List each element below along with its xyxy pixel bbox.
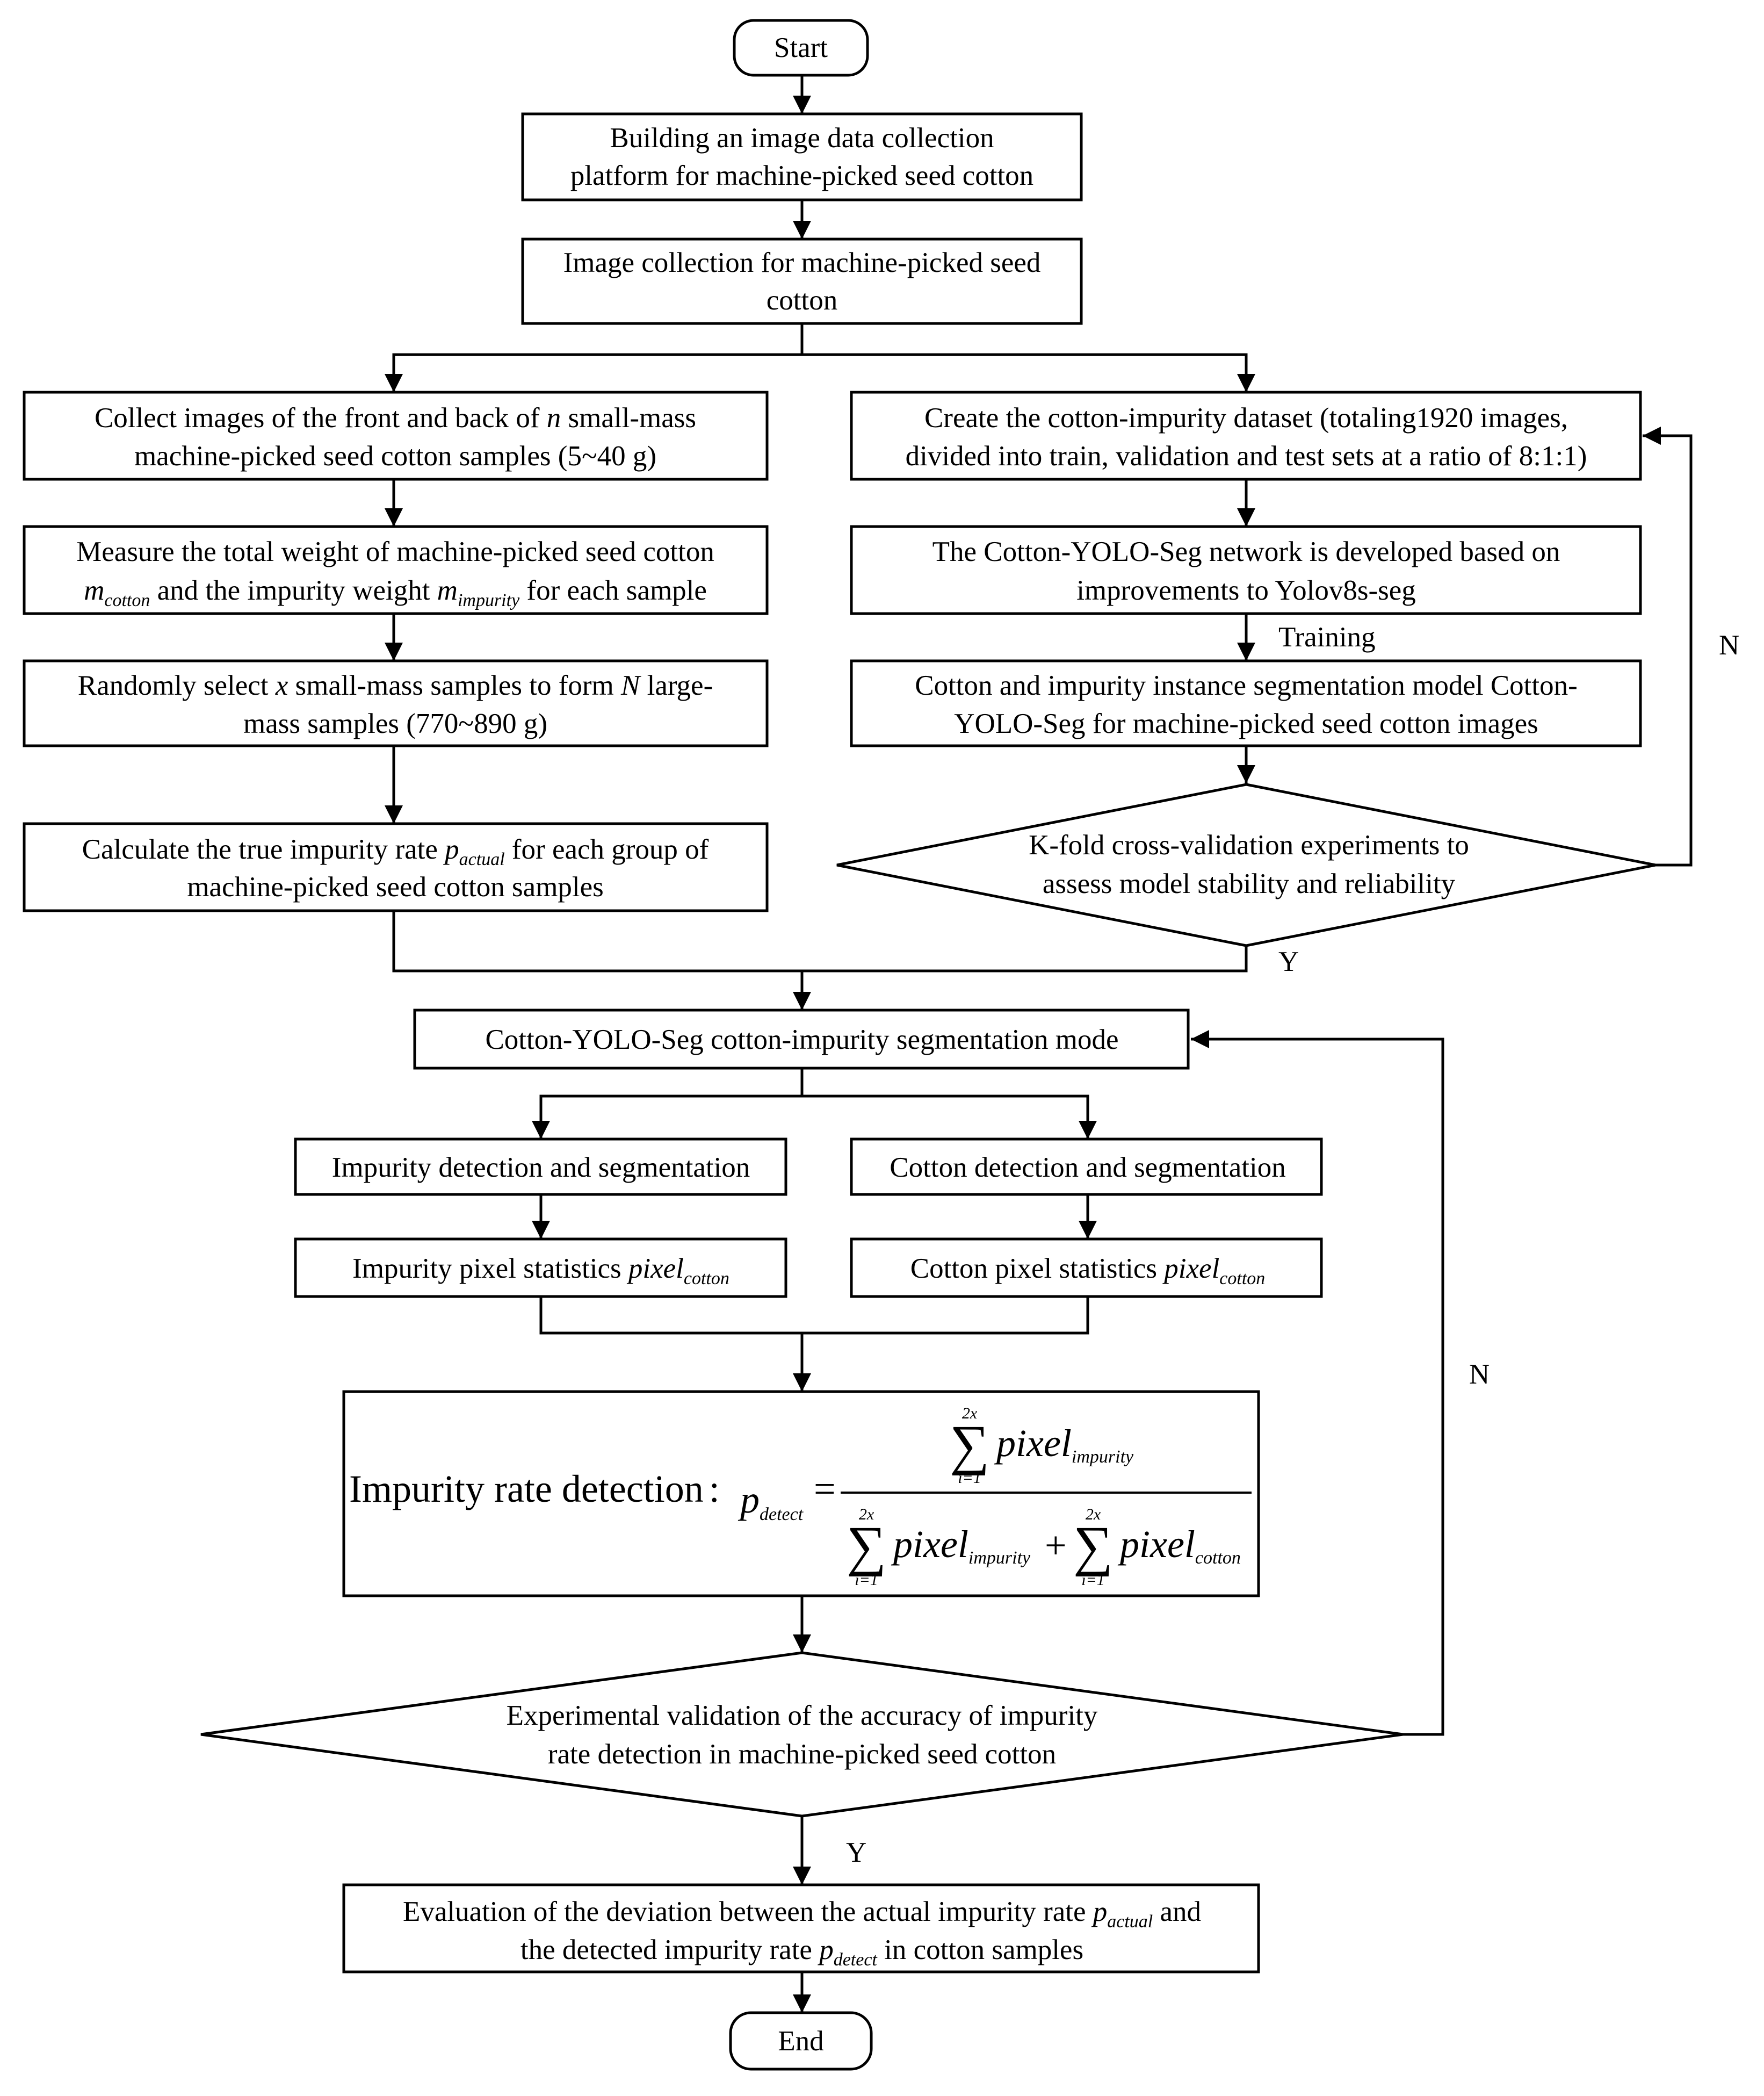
cotton-det-label: Cotton detection and segmentation xyxy=(890,1152,1285,1183)
formula-p: pdetect xyxy=(738,1478,804,1524)
end-label: End xyxy=(778,2026,823,2057)
num-pixel: pixelimpurity xyxy=(994,1422,1134,1467)
den-pixel-2: pixelcotton xyxy=(1117,1523,1241,1568)
calculate-line-1: Calculate the true impurity rate pactual… xyxy=(82,834,709,869)
calculate-box: Calculate the true impurity rate pactual… xyxy=(23,822,769,912)
validation-line-1: Experimental validation of the accuracy … xyxy=(507,1700,1098,1731)
formula-label: Impurity rate detection: xyxy=(349,1467,720,1510)
kfold-yes-label: Y xyxy=(1278,946,1299,977)
formula-equals: = xyxy=(814,1467,836,1510)
platform-line-1: Building an image data collection xyxy=(610,123,994,154)
impurity-det-label: Impurity detection and segmentation xyxy=(332,1152,750,1183)
collection-line-2: cotton xyxy=(767,285,837,316)
kfold-line-2: assess model stability and reliability xyxy=(1043,868,1456,899)
collect-images-line-2: machine-picked seed cotton samples (5~40… xyxy=(134,441,656,472)
model-line-1: Cotton and impurity instance segmentatio… xyxy=(915,670,1578,701)
arrow-collection-to-right xyxy=(802,353,1255,392)
cotton-px-label: Cotton pixel statistics pixelcotton xyxy=(910,1253,1266,1288)
network-box: The Cotton-YOLO-Seg network is developed… xyxy=(850,525,1642,615)
impurity-det-box: Impurity detection and segmentation xyxy=(294,1137,787,1196)
evaluation-box: Evaluation of the deviation between the … xyxy=(342,1883,1260,1973)
model-line-2: YOLO-Seg for machine-picked seed cotton … xyxy=(954,708,1538,739)
randomly-select-box: Randomly select x small-mass samples to … xyxy=(23,659,769,747)
den-pixel-1: pixelimpurity xyxy=(891,1523,1031,1568)
arrow-kfold-no-loop xyxy=(1643,427,1693,867)
measure-box: Measure the total weight of machine-pick… xyxy=(23,525,769,615)
randomly-line-1: Randomly select x small-mass samples to … xyxy=(78,670,713,701)
validation-no-label: N xyxy=(1469,1359,1490,1390)
validation-line-2: rate detection in machine-picked seed co… xyxy=(548,1739,1056,1770)
arrow-to-impurity-det xyxy=(532,1068,804,1139)
evaluation-line-1: Evaluation of the deviation between the … xyxy=(403,1896,1201,1932)
collection-box: Image collection for machine-picked seed… xyxy=(521,237,1083,325)
dataset-line-1: Create the cotton-impurity dataset (tota… xyxy=(924,402,1568,434)
kfold-no-label: N xyxy=(1719,630,1739,661)
collect-images-line-1: Collect images of the front and back of … xyxy=(95,402,696,434)
den-sigma-2: ∑ xyxy=(1073,1515,1113,1577)
validation-yes-label: Y xyxy=(846,1837,866,1868)
den-sum1-lower: i=1 xyxy=(855,1571,878,1589)
den-sum2-lower: i=1 xyxy=(1081,1571,1105,1589)
arrow-to-cotton-det xyxy=(802,1094,1097,1139)
training-label: Training xyxy=(1278,622,1376,653)
platform-line-2: platform for machine-picked seed cotton xyxy=(570,160,1033,191)
evaluation-line-2: the detected impurity rate pdetect in co… xyxy=(520,1934,1083,1970)
calculate-line-2: machine-picked seed cotton samples xyxy=(187,871,604,903)
den-plus: + xyxy=(1045,1524,1067,1567)
measure-line-2: mcotton and the impurity weight mimpurit… xyxy=(84,575,707,610)
connectors xyxy=(385,75,1693,2013)
dataset-box: Create the cotton-impurity dataset (tota… xyxy=(850,391,1642,481)
num-sigma: ∑ xyxy=(950,1414,989,1476)
end-terminal: End xyxy=(729,2011,873,2071)
impurity-px-label: Impurity pixel statistics pixelcotton xyxy=(352,1253,729,1288)
seg-mode-box: Cotton-YOLO-Seg cotton-impurity segmenta… xyxy=(413,1009,1190,1070)
randomly-line-2: mass samples (770~890 g) xyxy=(243,708,547,739)
collect-images-box: Collect images of the front and back of … xyxy=(23,391,769,481)
arrow-collection-to-left xyxy=(385,323,804,392)
kfold-decision: K-fold cross-validation experiments to a… xyxy=(836,783,1656,947)
validation-decision: Experimental validation of the accuracy … xyxy=(200,1651,1404,1818)
kfold-line-1: K-fold cross-validation experiments to xyxy=(1029,830,1469,861)
impurity-px-box: Impurity pixel statistics pixelcotton xyxy=(294,1237,787,1298)
cotton-det-box: Cotton detection and segmentation xyxy=(850,1137,1323,1196)
network-line-1: The Cotton-YOLO-Seg network is developed… xyxy=(932,536,1560,567)
start-terminal: Start xyxy=(733,19,869,77)
platform-box: Building an image data collection platfo… xyxy=(521,112,1083,201)
dataset-line-2: divided into train, validation and test … xyxy=(906,441,1587,472)
den-sigma-1: ∑ xyxy=(847,1515,886,1577)
num-sum-lower: i=1 xyxy=(958,1469,981,1487)
start-label: Start xyxy=(774,32,828,63)
line-px-merge xyxy=(539,1297,1089,1335)
model-box: Cotton and impurity instance segmentatio… xyxy=(850,659,1642,747)
network-line-2: improvements to Yolov8s-seg xyxy=(1076,575,1416,606)
seg-mode-label: Cotton-YOLO-Seg cotton-impurity segmenta… xyxy=(485,1024,1118,1055)
formula-box: Impurity rate detection: pdetect = 2x ∑ … xyxy=(342,1390,1260,1597)
line-merge xyxy=(392,911,1248,973)
arrow-validation-no-loop xyxy=(1191,1030,1444,1736)
den-sum1-upper: 2x xyxy=(859,1506,874,1523)
collection-line-1: Image collection for machine-picked seed xyxy=(563,247,1041,278)
den-sum2-upper: 2x xyxy=(1086,1506,1101,1523)
num-sum-upper: 2x xyxy=(962,1404,978,1422)
cotton-px-box: Cotton pixel statistics pixelcotton xyxy=(850,1237,1323,1298)
measure-line-1: Measure the total weight of machine-pick… xyxy=(76,536,714,567)
